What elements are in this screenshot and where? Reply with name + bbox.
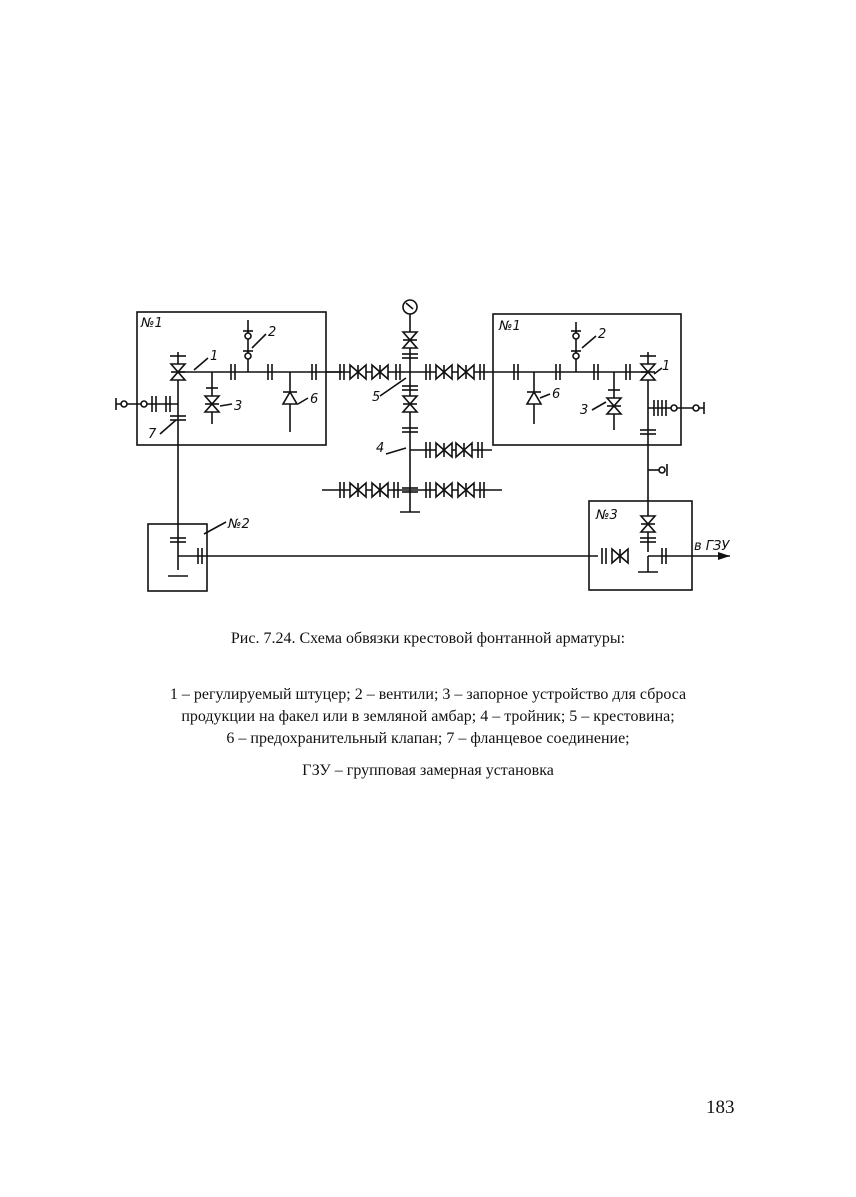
label-3-left: 3 [234,399,242,414]
block-1-right-frame [492,313,682,446]
figure-legend: 1 – регулируемый штуцер; 2 – вентили; 3 … [60,684,796,750]
choke-1-left [170,363,186,381]
legend-line: 1 – регулируемый штуцер; 2 – вентили; 3 … [169,686,687,703]
block-1-right-label: №1 [498,319,521,334]
legend-line: 6 – предохранительный клапан; 7 – фланце… [226,730,630,747]
label-1-right: 1 [662,359,670,374]
safety-valve-6-right [526,391,542,405]
block-1-left-frame [136,311,327,446]
label-5-cross: 5 [372,390,380,405]
block-2-label: №2 [227,517,250,532]
shutoff-3-left [204,395,220,413]
label-6-left: 6 [310,392,318,407]
gzu-note: ГЗУ – групповая замерная установка [302,762,554,779]
label-2-left: 2 [268,325,276,340]
label-1-left: 1 [210,349,218,364]
block-1-left-label: №1 [140,316,163,331]
label-7-left: 7 [148,427,157,442]
shutoff-3-right [606,397,622,415]
label-6-right: 6 [552,387,560,402]
choke-1-right [640,363,656,381]
label-4-tee: 4 [376,441,384,456]
label-3-right: 3 [580,403,588,418]
safety-valve-6-left [282,391,298,405]
wellhead-piping-scheme: №1 1 2 3 6 [115,299,730,592]
block-3-frame [588,500,693,591]
arrow-right-icon [718,552,730,560]
legend-line: продукции на факел или в земляной амбар;… [181,708,675,725]
page-number: 183 [706,1097,735,1118]
block-3-label: №3 [595,508,618,523]
label-2-right: 2 [598,327,606,342]
figure-caption: Рис. 7.24. Схема обвязки крестовой фонта… [230,630,626,647]
outlet-label: в ГЗУ [694,539,730,554]
block-2-frame [147,523,208,592]
